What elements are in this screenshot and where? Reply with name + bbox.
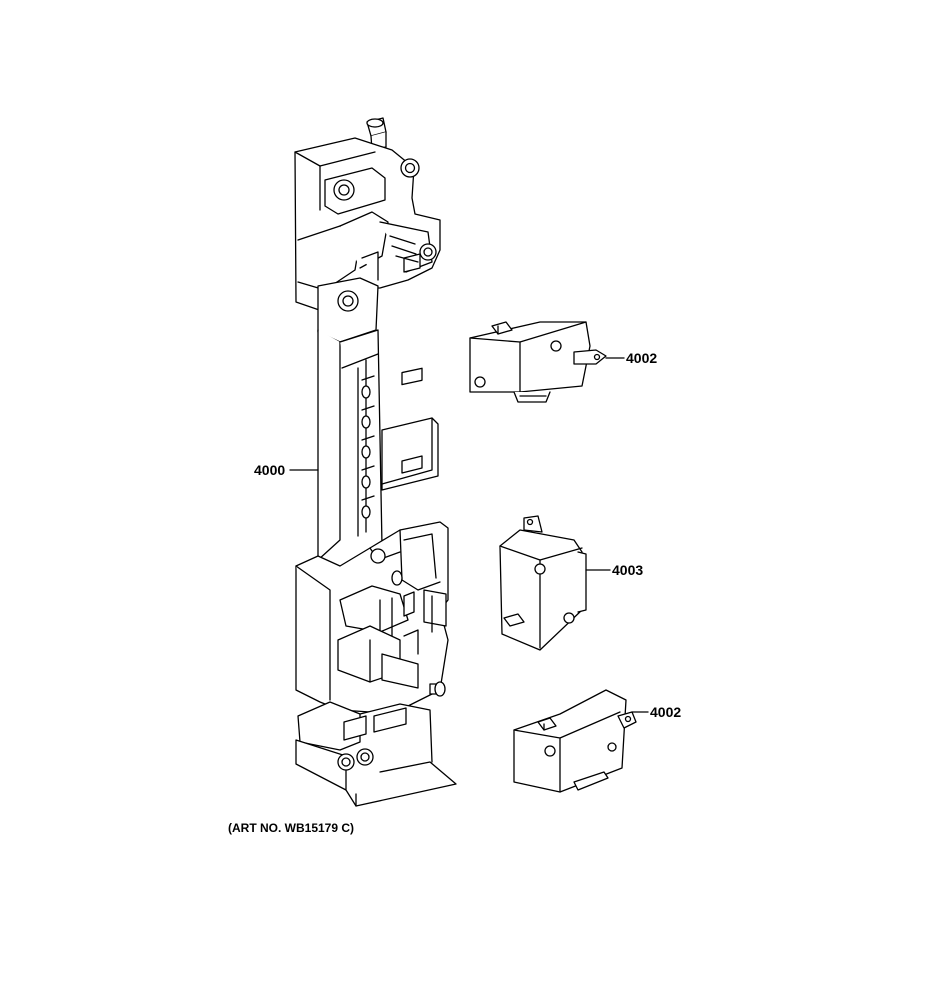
art-number: (ART NO. WB15179 C): [228, 821, 355, 835]
callout-4000: 4000: [254, 462, 286, 478]
callout-4002-bottom: 4002: [650, 704, 682, 720]
micro-switch-middle: [499, 515, 587, 651]
callout-4003: 4003: [612, 562, 644, 578]
leader-lines: [289, 357, 649, 713]
micro-switch-top: [469, 321, 607, 403]
callout-4002-top: 4002: [626, 350, 658, 366]
micro-switch-bottom: [513, 689, 637, 793]
interlock-bracket: [294, 117, 457, 807]
